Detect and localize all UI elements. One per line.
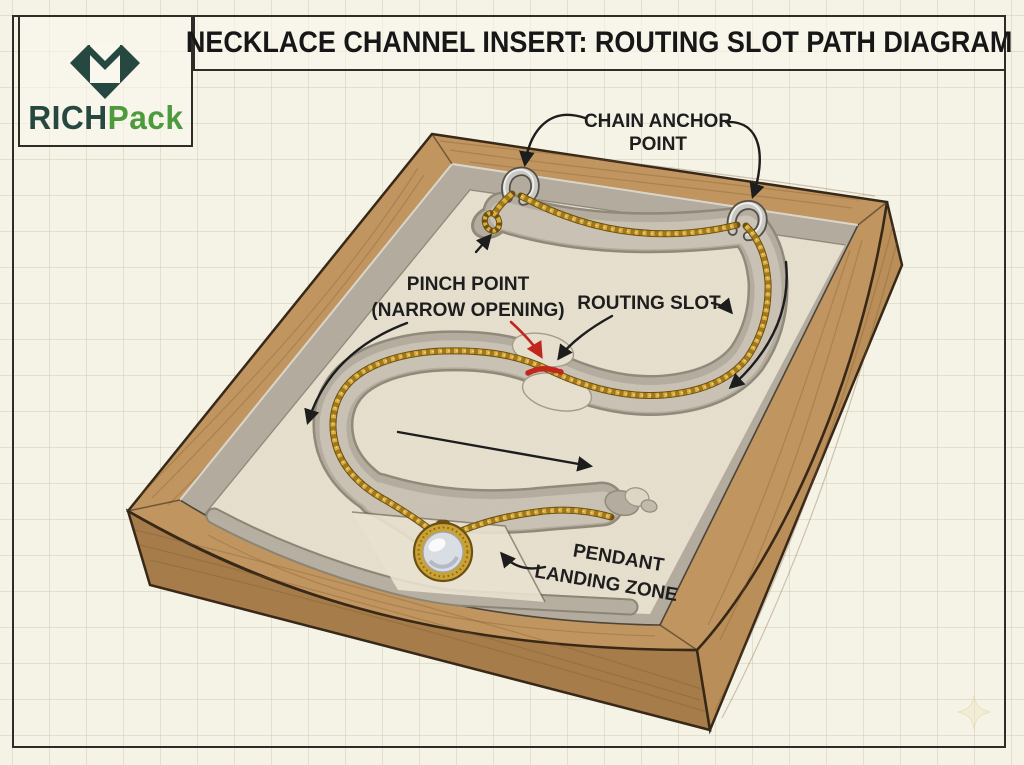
arrow-pendant-zone bbox=[499, 551, 547, 570]
label-pinch-line2: (NARROW OPENING) bbox=[371, 300, 564, 321]
pendant-bezel-beads bbox=[417, 526, 469, 578]
title-bar: NECKLACE CHANNEL INSERT: ROUTING SLOT PA… bbox=[186, 15, 1013, 71]
arrow-routing-slot-right bbox=[710, 297, 733, 315]
annotation-arrows bbox=[304, 113, 788, 570]
label-chain-anchor-line2: POINT bbox=[629, 134, 687, 155]
insert-left-margin-strip-fill bbox=[207, 509, 637, 614]
pinch-red-chain-links bbox=[525, 366, 564, 376]
label-routing-slot: ROUTING SLOT bbox=[577, 293, 721, 314]
pendant bbox=[412, 519, 474, 583]
richpack-logo-icon bbox=[70, 45, 140, 99]
arrow-direction-right bbox=[728, 260, 788, 390]
arrow-pinch-red bbox=[509, 320, 543, 359]
arrow-anchor-pocket bbox=[474, 233, 493, 254]
gold-chain bbox=[333, 194, 768, 537]
arrow-direction-left bbox=[304, 321, 409, 425]
richpack-logo-text: RICHPack bbox=[28, 99, 183, 137]
frame-miter-joints bbox=[127, 133, 888, 651]
front-corner-edge bbox=[696, 649, 711, 731]
label-chain-anchor-line1: CHAIN ANCHOR bbox=[584, 111, 732, 132]
logo-box: RICHPack bbox=[18, 15, 193, 147]
watermark-diamond-icon bbox=[956, 694, 992, 730]
arrow-direction-straight bbox=[396, 430, 594, 472]
arrow-anchor-left bbox=[519, 113, 587, 168]
arrow-routing-slot-left bbox=[557, 314, 614, 361]
arrow-anchor-right bbox=[724, 120, 765, 199]
brand-secondary-text: Pack bbox=[107, 99, 184, 136]
page-title: NECKLACE CHANNEL INSERT: ROUTING SLOT PA… bbox=[186, 26, 1013, 59]
brand-primary-text: RICH bbox=[27, 99, 108, 136]
label-pinch-line1: PINCH POINT bbox=[407, 274, 530, 295]
